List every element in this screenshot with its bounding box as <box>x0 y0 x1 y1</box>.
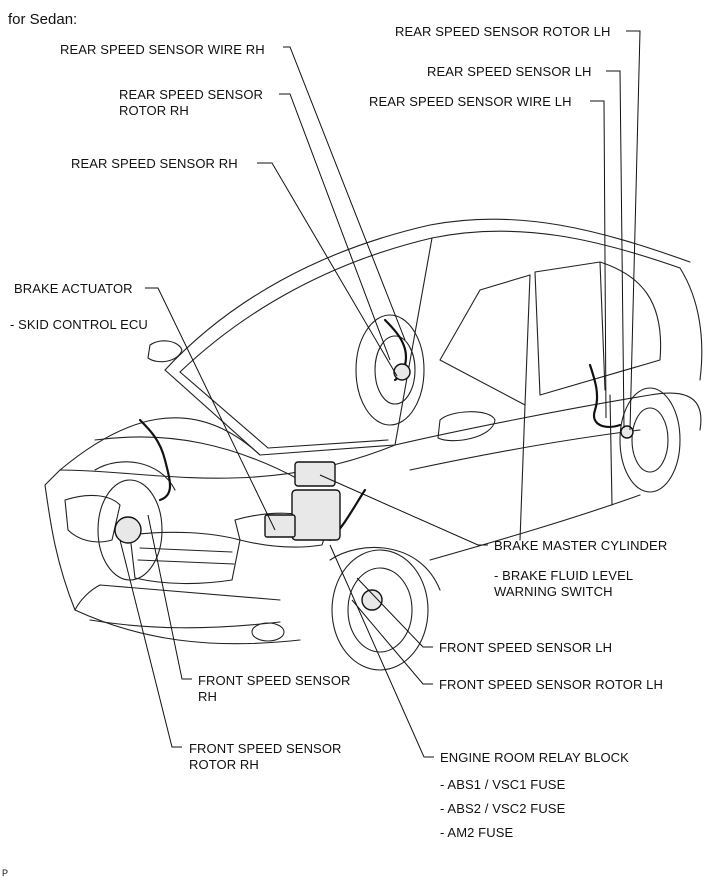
label-rear-speed-sensor-rotor-rh-line2: ROTOR RH <box>119 103 189 118</box>
leader-front-sensor-rh <box>147 514 192 680</box>
label-abs1-vsc1-fuse: - ABS1 / VSC1 FUSE <box>440 777 566 792</box>
leader-lines <box>119 30 641 758</box>
leader-rear-sensor-rh <box>257 162 398 377</box>
leader-front-sensor-lh <box>356 577 433 648</box>
leader-front-sensor-rotor-lh <box>351 599 433 685</box>
leader-rear-sensor-rotor-lh <box>626 30 641 431</box>
label-front-speed-sensor-rotor-rh-line1: FRONT SPEED SENSOR <box>189 741 342 756</box>
front-lh-rotor <box>361 589 383 611</box>
label-front-speed-sensor-rh-line1: FRONT SPEED SENSOR <box>198 673 351 688</box>
leader-rear-sensor-wire-lh <box>590 100 607 419</box>
label-am2-fuse: - AM2 FUSE <box>440 825 514 840</box>
label-front-speed-sensor-rotor-rh-line2: ROTOR RH <box>189 757 259 772</box>
label-brake-fluid-level-line2: WARNING SWITCH <box>494 584 613 599</box>
label-brake-actuator: BRAKE ACTUATOR <box>14 281 133 296</box>
rear-lh-rotor <box>620 425 634 439</box>
label-front-speed-sensor-rh-line2: RH <box>198 689 217 704</box>
label-engine-room-relay-block: ENGINE ROOM RELAY BLOCK <box>440 750 629 765</box>
relay-block-body <box>264 514 296 538</box>
label-skid-control-ecu: - SKID CONTROL ECU <box>10 317 148 332</box>
leader-brake-actuator <box>145 287 276 531</box>
brake-components <box>114 363 634 611</box>
label-rear-speed-sensor-rh: REAR SPEED SENSOR RH <box>71 156 238 171</box>
leader-brake-master-cylinder <box>319 474 488 546</box>
leader-rear-sensor-wire-rh <box>283 46 406 341</box>
sensor-wiring <box>138 318 622 542</box>
label-rear-speed-sensor-rotor-lh: REAR SPEED SENSOR ROTOR LH <box>395 24 611 39</box>
diagram-title: for Sedan: <box>8 11 78 28</box>
figure-code: P <box>2 868 9 878</box>
label-rear-speed-sensor-lh: REAR SPEED SENSOR LH <box>427 64 592 79</box>
brake-master-cylinder-body <box>294 461 336 487</box>
label-rear-speed-sensor-wire-rh: REAR SPEED SENSOR WIRE RH <box>60 42 265 57</box>
label-abs2-vsc2-fuse: - ABS2 / VSC2 FUSE <box>440 801 566 816</box>
leader-front-sensor-rotor-rh <box>119 539 182 748</box>
leader-engine-room-relay-block <box>329 544 434 758</box>
front-rh-rotor <box>114 516 142 544</box>
leader-rear-sensor-rotor-rh <box>279 93 391 361</box>
label-rear-speed-sensor-rotor-rh-line1: REAR SPEED SENSOR <box>119 87 264 102</box>
rear-rh-rotor <box>393 363 411 381</box>
label-rear-speed-sensor-wire-lh: REAR SPEED SENSOR WIRE LH <box>369 94 572 109</box>
brake-actuator-body <box>291 489 341 541</box>
leader-rear-sensor-lh <box>606 70 625 429</box>
label-brake-master-cylinder: BRAKE MASTER CYLINDER <box>494 538 668 553</box>
label-front-speed-sensor-rotor-lh: FRONT SPEED SENSOR ROTOR LH <box>439 677 663 692</box>
label-front-speed-sensor-lh: FRONT SPEED SENSOR LH <box>439 640 613 655</box>
label-brake-fluid-level-line1: - BRAKE FLUID LEVEL <box>494 568 634 583</box>
